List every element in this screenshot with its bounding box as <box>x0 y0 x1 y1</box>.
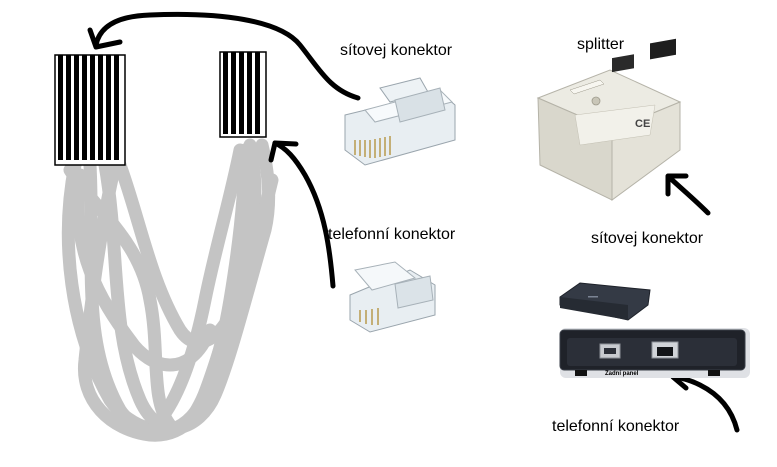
loose-wires <box>61 138 279 442</box>
arrow-splitter-port <box>667 175 711 216</box>
rj11-pin-block <box>219 51 267 138</box>
arrow-rj45-to-pinblock <box>93 11 361 101</box>
modem-back-panel-image <box>559 328 750 378</box>
label-modem-back-panel: Zadní panel <box>605 371 639 377</box>
label-modem-phone-port: telefonní konektor <box>552 418 680 435</box>
arrow-splitter-head <box>665 173 689 197</box>
label-splitter-title: splitter <box>577 36 625 53</box>
label-rj11-phone-connector: telefonní konektor <box>328 226 456 243</box>
splitter-ce-mark: CE <box>635 118 651 130</box>
arrow-modem-port <box>672 374 740 433</box>
splitter-image <box>536 38 682 201</box>
arrow-rj45-head <box>87 27 123 50</box>
pointer-arrows <box>87 11 740 433</box>
label-rj45-network-connector: sítovej konektor <box>340 42 453 59</box>
rj45-pin-block <box>54 54 126 166</box>
arrow-rj11-to-pinblock <box>272 140 336 289</box>
rj11-connector-image <box>349 261 436 333</box>
modem-top-image <box>559 282 651 321</box>
label-splitter-network-port: sítovej konektor <box>591 230 704 247</box>
arrow-rj11-head <box>268 140 299 163</box>
rj45-connector-image <box>344 77 456 166</box>
